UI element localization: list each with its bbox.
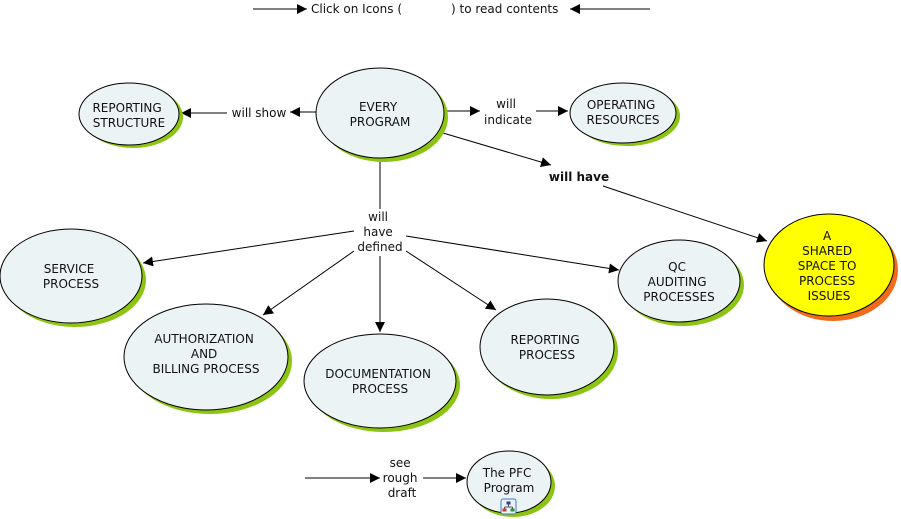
node-label-line: RESOURCES: [586, 113, 659, 127]
node-label-line: BILLING PROCESS: [153, 362, 260, 376]
node-label: DOCUMENTATION PROCESS: [325, 367, 435, 396]
node-authorization-billing[interactable]: AUTHORIZATION AND BILLING PROCESS: [123, 303, 292, 414]
edge-will-have-to-shared-space: [602, 185, 768, 243]
node-label-line: DOCUMENTATION: [325, 367, 431, 381]
node-label-line: REPORTING: [510, 333, 579, 347]
link-will-indicate[interactable]: will indicate: [481, 95, 536, 128]
edge-program-to-will-have: [442, 132, 552, 167]
node-label-line: ISSUES: [808, 289, 851, 303]
link-will-have[interactable]: will have: [547, 168, 610, 185]
header-instruction: Click on Icons ( ) to read contents: [253, 2, 650, 16]
link-label-line: see: [390, 456, 411, 470]
link-label-line: will: [496, 97, 516, 111]
edge-to-reporting-process: [405, 250, 497, 311]
node-qc-auditing[interactable]: QC AUDITING PROCESSES: [617, 239, 744, 326]
node-label-line: SERVICE: [44, 262, 95, 276]
node-label: QC AUDITING PROCESSES: [643, 260, 714, 304]
node-label-line: AND: [191, 347, 217, 361]
node-label-line: PROCESS: [799, 274, 855, 288]
node-label-line: PROCESS: [352, 382, 408, 396]
link-see-rough-draft[interactable]: see rough draft: [381, 455, 423, 502]
node-label-line: REPORTING: [92, 101, 161, 115]
node-label: REPORTING STRUCTURE: [92, 101, 165, 130]
link-will-show[interactable]: will show: [228, 104, 290, 121]
edge-to-service-process: [142, 230, 355, 267]
node-reporting-structure[interactable]: REPORTING STRUCTURE: [78, 82, 183, 148]
node-label: The PFC Program: [482, 466, 535, 495]
link-label: will indicate: [484, 97, 532, 127]
node-label: EVERY PROGRAM: [350, 100, 411, 129]
link-label: will have defined: [357, 210, 402, 254]
link-label-line: indicate: [484, 113, 532, 127]
node-every-program[interactable]: EVERY PROGRAM: [315, 67, 448, 162]
node-pfc-program[interactable]: The PFC Program: [466, 450, 555, 517]
link-label-line: rough: [383, 471, 418, 485]
node-label-line: A: [823, 229, 832, 243]
link-label-line: draft: [388, 486, 417, 500]
node-documentation-process[interactable]: DOCUMENTATION PROCESS: [303, 333, 460, 432]
node-label: REPORTING PROCESS: [510, 333, 583, 362]
node-label-line: Program: [484, 481, 535, 495]
node-label-line: STRUCTURE: [93, 116, 165, 130]
node-label-line: PROCESS: [43, 277, 99, 291]
node-service-process[interactable]: SERVICE PROCESS: [0, 228, 146, 327]
header-text-after: ) to read contents: [451, 2, 558, 16]
link-label: will have: [549, 170, 609, 184]
node-label-line: AUTHORIZATION: [154, 332, 253, 346]
concept-map-icon[interactable]: [500, 498, 517, 515]
node-label-line: PROGRAM: [350, 115, 411, 129]
node-label-line: PROCESS: [519, 348, 575, 362]
node-label-line: The PFC: [482, 466, 532, 480]
link-phrases: will show will indicate will have will h…: [228, 95, 610, 502]
link-label-line: have: [363, 225, 392, 239]
link-label: will show: [232, 106, 287, 120]
node-reporting-process[interactable]: REPORTING PROCESS: [479, 298, 618, 399]
node-label: OPERATING RESOURCES: [586, 98, 659, 127]
node-operating-resources[interactable]: OPERATING RESOURCES: [569, 82, 680, 146]
node-label: A SHARED SPACE TO PROCESS ISSUES: [798, 229, 860, 303]
node-label-line: PROCESSES: [643, 290, 714, 304]
link-label: see rough draft: [383, 456, 422, 500]
node-shared-space[interactable]: A SHARED SPACE TO PROCESS ISSUES: [763, 213, 898, 321]
node-label-line: SPACE TO: [798, 259, 857, 273]
link-label-line: will: [368, 210, 388, 224]
node-label-line: EVERY: [359, 100, 398, 114]
edge-to-qc-auditing: [405, 235, 620, 274]
node-label-line: QC: [668, 260, 686, 274]
node-label-line: AUDITING: [648, 275, 707, 289]
node-label-line: OPERATING: [587, 98, 656, 112]
header-text-before: Click on Icons (: [311, 2, 402, 16]
link-label-line: defined: [357, 240, 402, 254]
edge-to-authorization-billing: [262, 250, 355, 316]
nodes: EVERY PROGRAM REPORTING STRUCTURE OPERAT…: [0, 67, 898, 517]
edges: [142, 106, 768, 483]
node-label: AUTHORIZATION AND BILLING PROCESS: [153, 332, 260, 376]
link-will-have-defined[interactable]: will have defined: [354, 209, 406, 256]
node-label: SERVICE PROCESS: [43, 262, 99, 291]
node-label-line: SHARED: [802, 244, 852, 258]
